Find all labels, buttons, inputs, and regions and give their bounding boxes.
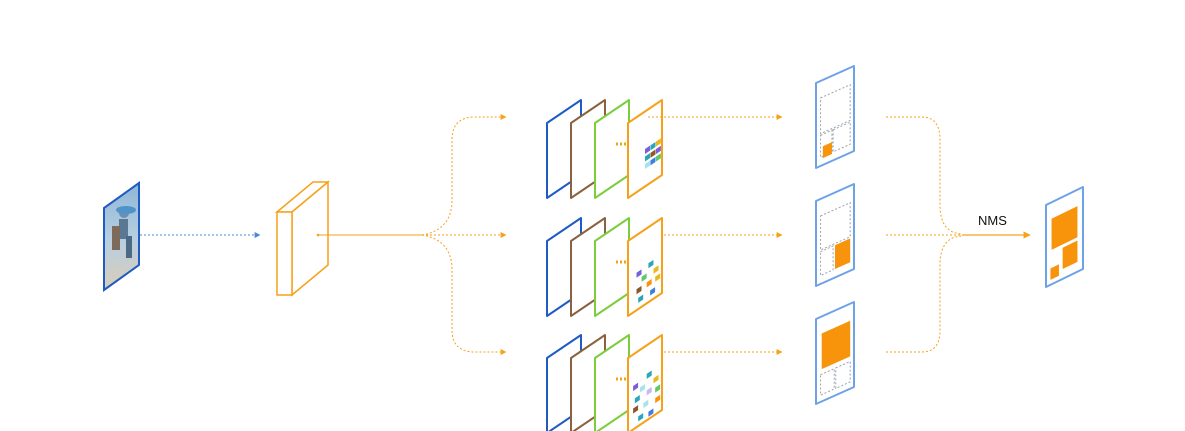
candidate-box	[820, 201, 851, 251]
final-box-medium	[1062, 240, 1078, 270]
prediction-map-frame	[815, 183, 855, 287]
feature-cell	[641, 273, 647, 282]
detected-box	[835, 238, 851, 269]
feature-cell	[634, 395, 640, 404]
feature-cell	[646, 278, 652, 288]
feature-map-green	[594, 99, 630, 199]
prediction-map-bottom	[815, 301, 855, 405]
final-detection-map	[1045, 186, 1084, 288]
feature-stack-bottom	[546, 334, 663, 431]
final-box-large	[1051, 206, 1078, 250]
prediction-map-frame	[815, 65, 855, 169]
feature-cell	[639, 384, 645, 393]
feature-map-orange	[627, 334, 663, 431]
candidate-box	[820, 367, 835, 396]
feature-cell	[633, 405, 639, 414]
feature-cell	[643, 399, 649, 409]
feature-map-green	[594, 334, 630, 431]
feature-cell	[655, 273, 661, 282]
feature-cell	[646, 370, 652, 379]
feature-cell	[653, 265, 659, 274]
candidate-box	[835, 360, 851, 390]
feature-cell	[650, 149, 656, 158]
merge-arrows	[886, 116, 963, 353]
feature-cell	[636, 269, 642, 278]
candidate-box	[832, 121, 851, 153]
feature-cell	[638, 294, 644, 303]
feature-cell	[650, 141, 656, 151]
final-box-small	[1050, 264, 1059, 280]
input-image	[103, 181, 140, 292]
prediction-map-middle	[815, 183, 855, 287]
feature-cell	[655, 384, 661, 393]
nms-label: NMS	[978, 213, 1007, 228]
feature-cell	[655, 394, 661, 404]
feature-cell	[646, 386, 652, 396]
feature-stack-middle	[546, 217, 663, 317]
backbone-block	[274, 180, 331, 297]
candidate-box	[820, 129, 833, 159]
candidate-box	[820, 245, 834, 277]
detected-box	[821, 320, 851, 370]
feature-cell	[633, 382, 639, 392]
feature-cell	[638, 412, 644, 422]
feature-cell	[645, 153, 650, 162]
branch-arrows	[318, 114, 507, 355]
feature-cell	[655, 145, 661, 155]
feature-cell	[655, 138, 661, 147]
feature-cell	[655, 153, 661, 162]
feature-cell	[648, 408, 654, 417]
feature-cell	[645, 160, 650, 169]
feature-map-green	[594, 217, 630, 317]
feature-stack-top	[546, 99, 663, 199]
candidate-box	[820, 83, 851, 135]
feature-cell	[648, 259, 654, 269]
arrow-to-top-scale	[421, 114, 507, 236]
prediction-map-top	[815, 65, 855, 169]
detected-box	[822, 142, 832, 159]
feature-cell	[636, 285, 642, 295]
feature-cell	[650, 156, 656, 166]
feature-cell	[645, 145, 650, 154]
feature-cell	[653, 374, 659, 384]
prediction-arrows	[648, 114, 783, 355]
feature-cell	[650, 287, 656, 296]
arrow-to-bottom-scale	[421, 234, 507, 355]
